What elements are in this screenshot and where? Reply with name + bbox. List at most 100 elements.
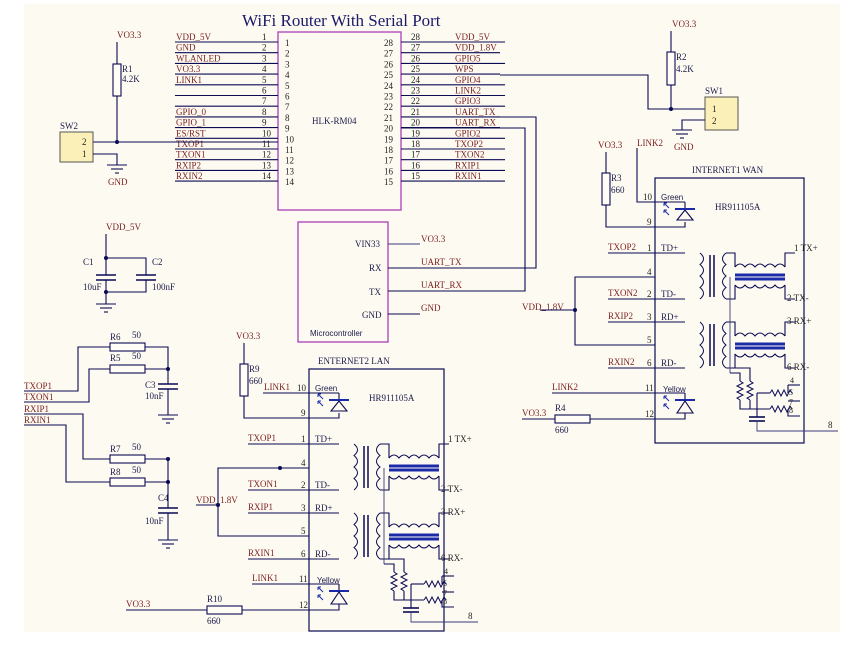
sw1-pin-2: 2: [712, 116, 717, 126]
net-rxin1: RXIN1: [24, 415, 51, 425]
lan-jack-body: [308, 368, 445, 632]
wan-r-led-val: 660: [611, 185, 625, 195]
lan-r-bot-ref: R10: [207, 594, 223, 604]
wire: [726, 252, 736, 267]
jack-pin-num: 3: [301, 503, 306, 513]
module-right-pin-num: 18: [411, 139, 421, 149]
lan-r-led-ref: R9: [249, 364, 260, 374]
sw1-pin-1: 1: [712, 104, 717, 114]
module-left-pin-inner: 12: [285, 156, 294, 166]
jack-pin-num: 2: [301, 480, 306, 490]
wire: [784, 354, 795, 369]
wan-jack-body: [654, 177, 805, 444]
module-left-net: GPIO_1: [176, 118, 206, 128]
mcu-net-uart-rx: UART_RX: [421, 280, 462, 290]
module-right-net: GPIO4: [455, 75, 481, 85]
ground-icon: [158, 539, 178, 549]
wan-led-resistor: [601, 172, 611, 206]
module-right-pin-inner: 28: [384, 38, 394, 48]
resistor-75: [735, 380, 745, 401]
module-left-net: RXIP2: [176, 160, 201, 170]
led-light-icon: [663, 202, 670, 216]
wire: [389, 558, 405, 572]
net-rxip1: RXIP1: [24, 404, 49, 414]
module-right-net: TXOP2: [455, 139, 483, 149]
r1-ref: R1: [122, 64, 133, 74]
module-left-net: LINK1: [176, 75, 202, 85]
wire: [380, 476, 390, 491]
module-right-pin-inner: 21: [384, 113, 393, 123]
schematic-title: WiFi Router With Serial Port: [242, 11, 441, 30]
termination-network: TXOP1 TXON1 RXIP1 RXIN1 R6 50 R5 50 R7 5…: [24, 330, 178, 549]
jack-pin-num: 6: [301, 549, 306, 559]
wan-in-net: TXOP2: [608, 242, 636, 252]
wire: [380, 443, 390, 458]
r8-ref: R8: [110, 467, 121, 477]
wan-bottom-resistor: [554, 414, 591, 424]
ground-icon: [158, 414, 178, 424]
resistor-75: [423, 579, 447, 589]
mcu-name: Microcontroller: [310, 329, 363, 338]
choke-coil: [388, 523, 440, 528]
mcu-pin-rx: RX: [369, 263, 382, 273]
tx-minus-label: 2 TX-: [787, 293, 809, 303]
c1-value: 10uF: [83, 282, 102, 292]
module-right-net: RXIP1: [455, 160, 480, 170]
lan-led-top: Green: [315, 384, 337, 393]
transformer-secondary: [376, 443, 381, 491]
module-left-pin-inner: 7: [285, 102, 290, 112]
wan-link-bottom: LINK2: [552, 382, 578, 392]
wire: [393, 591, 424, 601]
lan-in-net: TXON1: [248, 479, 278, 489]
s8: 8: [443, 597, 447, 606]
r1-resistor: [112, 63, 122, 97]
jack-pin-num: 5: [647, 335, 652, 345]
wire: [730, 372, 741, 381]
module-right-net: GPIO5: [455, 53, 481, 63]
module-body: [277, 31, 402, 211]
junction: [278, 466, 282, 470]
sw2-switch: [59, 131, 94, 163]
module-left-net: VDD_5V: [176, 32, 211, 42]
mcu-net-vo33: VO3.3: [421, 234, 446, 244]
mcu-pin-vin33: VIN33: [355, 239, 380, 249]
wan-supply-bottom: VO3.3: [522, 408, 547, 418]
wire: [438, 545, 449, 560]
lan-r-led-val: 660: [249, 376, 263, 386]
lan-r-bot-val: 660: [207, 616, 221, 626]
pin-10: 10: [297, 383, 307, 393]
transformer-secondary: [722, 321, 727, 369]
r2-value: 4.2K: [676, 64, 694, 74]
decoupling-capacitors: VDD_5V C1 10uF C2 100nF: [83, 222, 175, 313]
wire: [384, 563, 395, 572]
s4: 4: [790, 376, 794, 385]
lan-in-net: TXOP1: [248, 433, 276, 443]
wire: [735, 367, 751, 381]
module-left-pin-inner: 6: [285, 92, 290, 102]
r2-ref: R2: [676, 52, 687, 62]
c3-value: 10nF: [145, 391, 164, 401]
junction: [216, 503, 220, 507]
sw2-pin-1: 1: [82, 149, 87, 159]
wire: [243, 396, 340, 419]
module-left-pin-inner: 4: [285, 70, 290, 80]
wan-r-bot-ref: R4: [555, 403, 566, 413]
pin-9: 9: [301, 408, 306, 418]
module-left-net: TXOP1: [176, 139, 204, 149]
led-icon: [329, 400, 349, 412]
module-right-pin-num: 24: [411, 75, 421, 85]
transformer-secondary: [722, 252, 727, 300]
module-right-pin-inner: 23: [384, 92, 394, 102]
module-right-pin-inner: 17: [384, 156, 394, 166]
module-left-net: RXIN2: [176, 171, 203, 181]
pin-11: 11: [645, 383, 654, 393]
resistor-75: [745, 380, 755, 401]
module-right-net: TXON2: [455, 150, 485, 160]
module-right-pin-inner: 24: [384, 81, 394, 91]
module-left-pin-inner: 5: [285, 81, 290, 91]
wire: [784, 285, 795, 300]
wire: [217, 467, 309, 537]
wire: [756, 421, 838, 432]
lan-vdd-label: VDD_1.8V: [196, 495, 238, 505]
